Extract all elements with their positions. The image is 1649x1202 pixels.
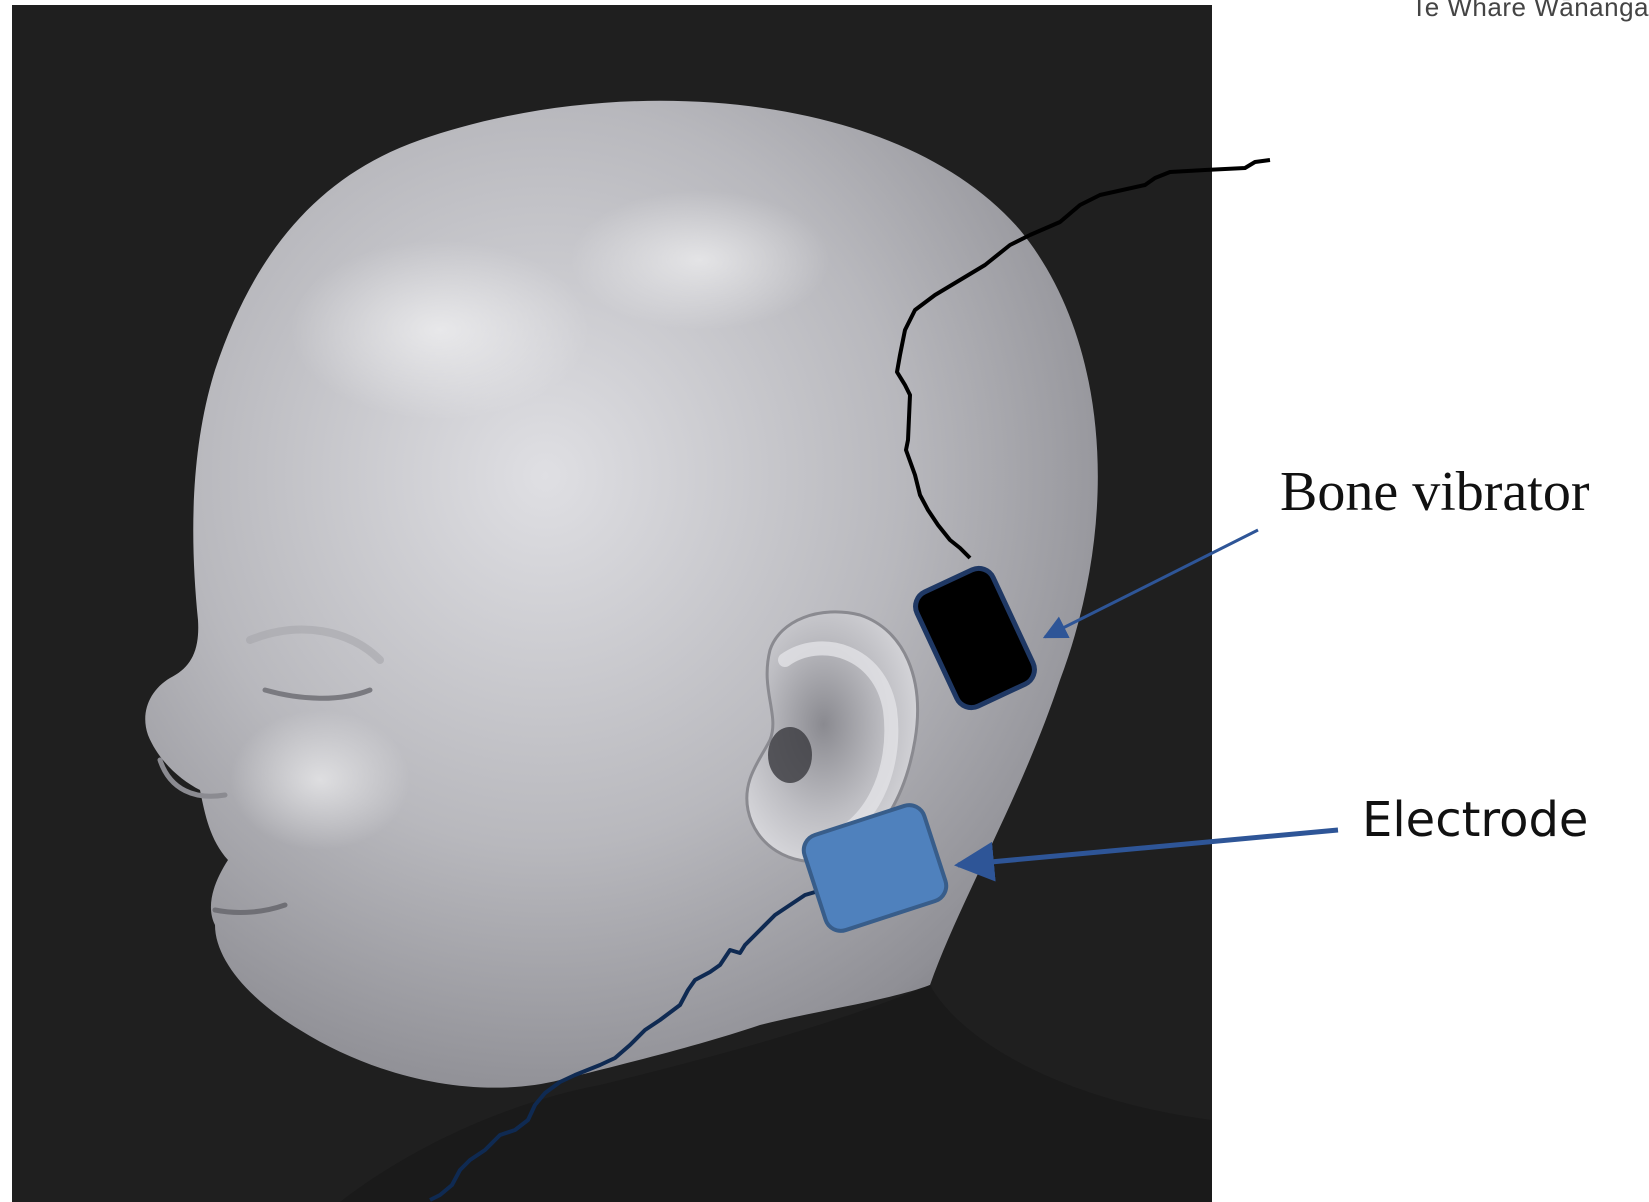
crown-highlight bbox=[570, 190, 830, 330]
bone-vibrator-label: Bone vibrator bbox=[1280, 460, 1589, 524]
cheek-highlight bbox=[230, 710, 410, 850]
institution-name: Te Whare Wānanga bbox=[1411, 0, 1649, 23]
ear-canal bbox=[768, 727, 812, 783]
electrode-label: Electrode bbox=[1362, 792, 1588, 848]
forehead-highlight bbox=[290, 240, 590, 420]
